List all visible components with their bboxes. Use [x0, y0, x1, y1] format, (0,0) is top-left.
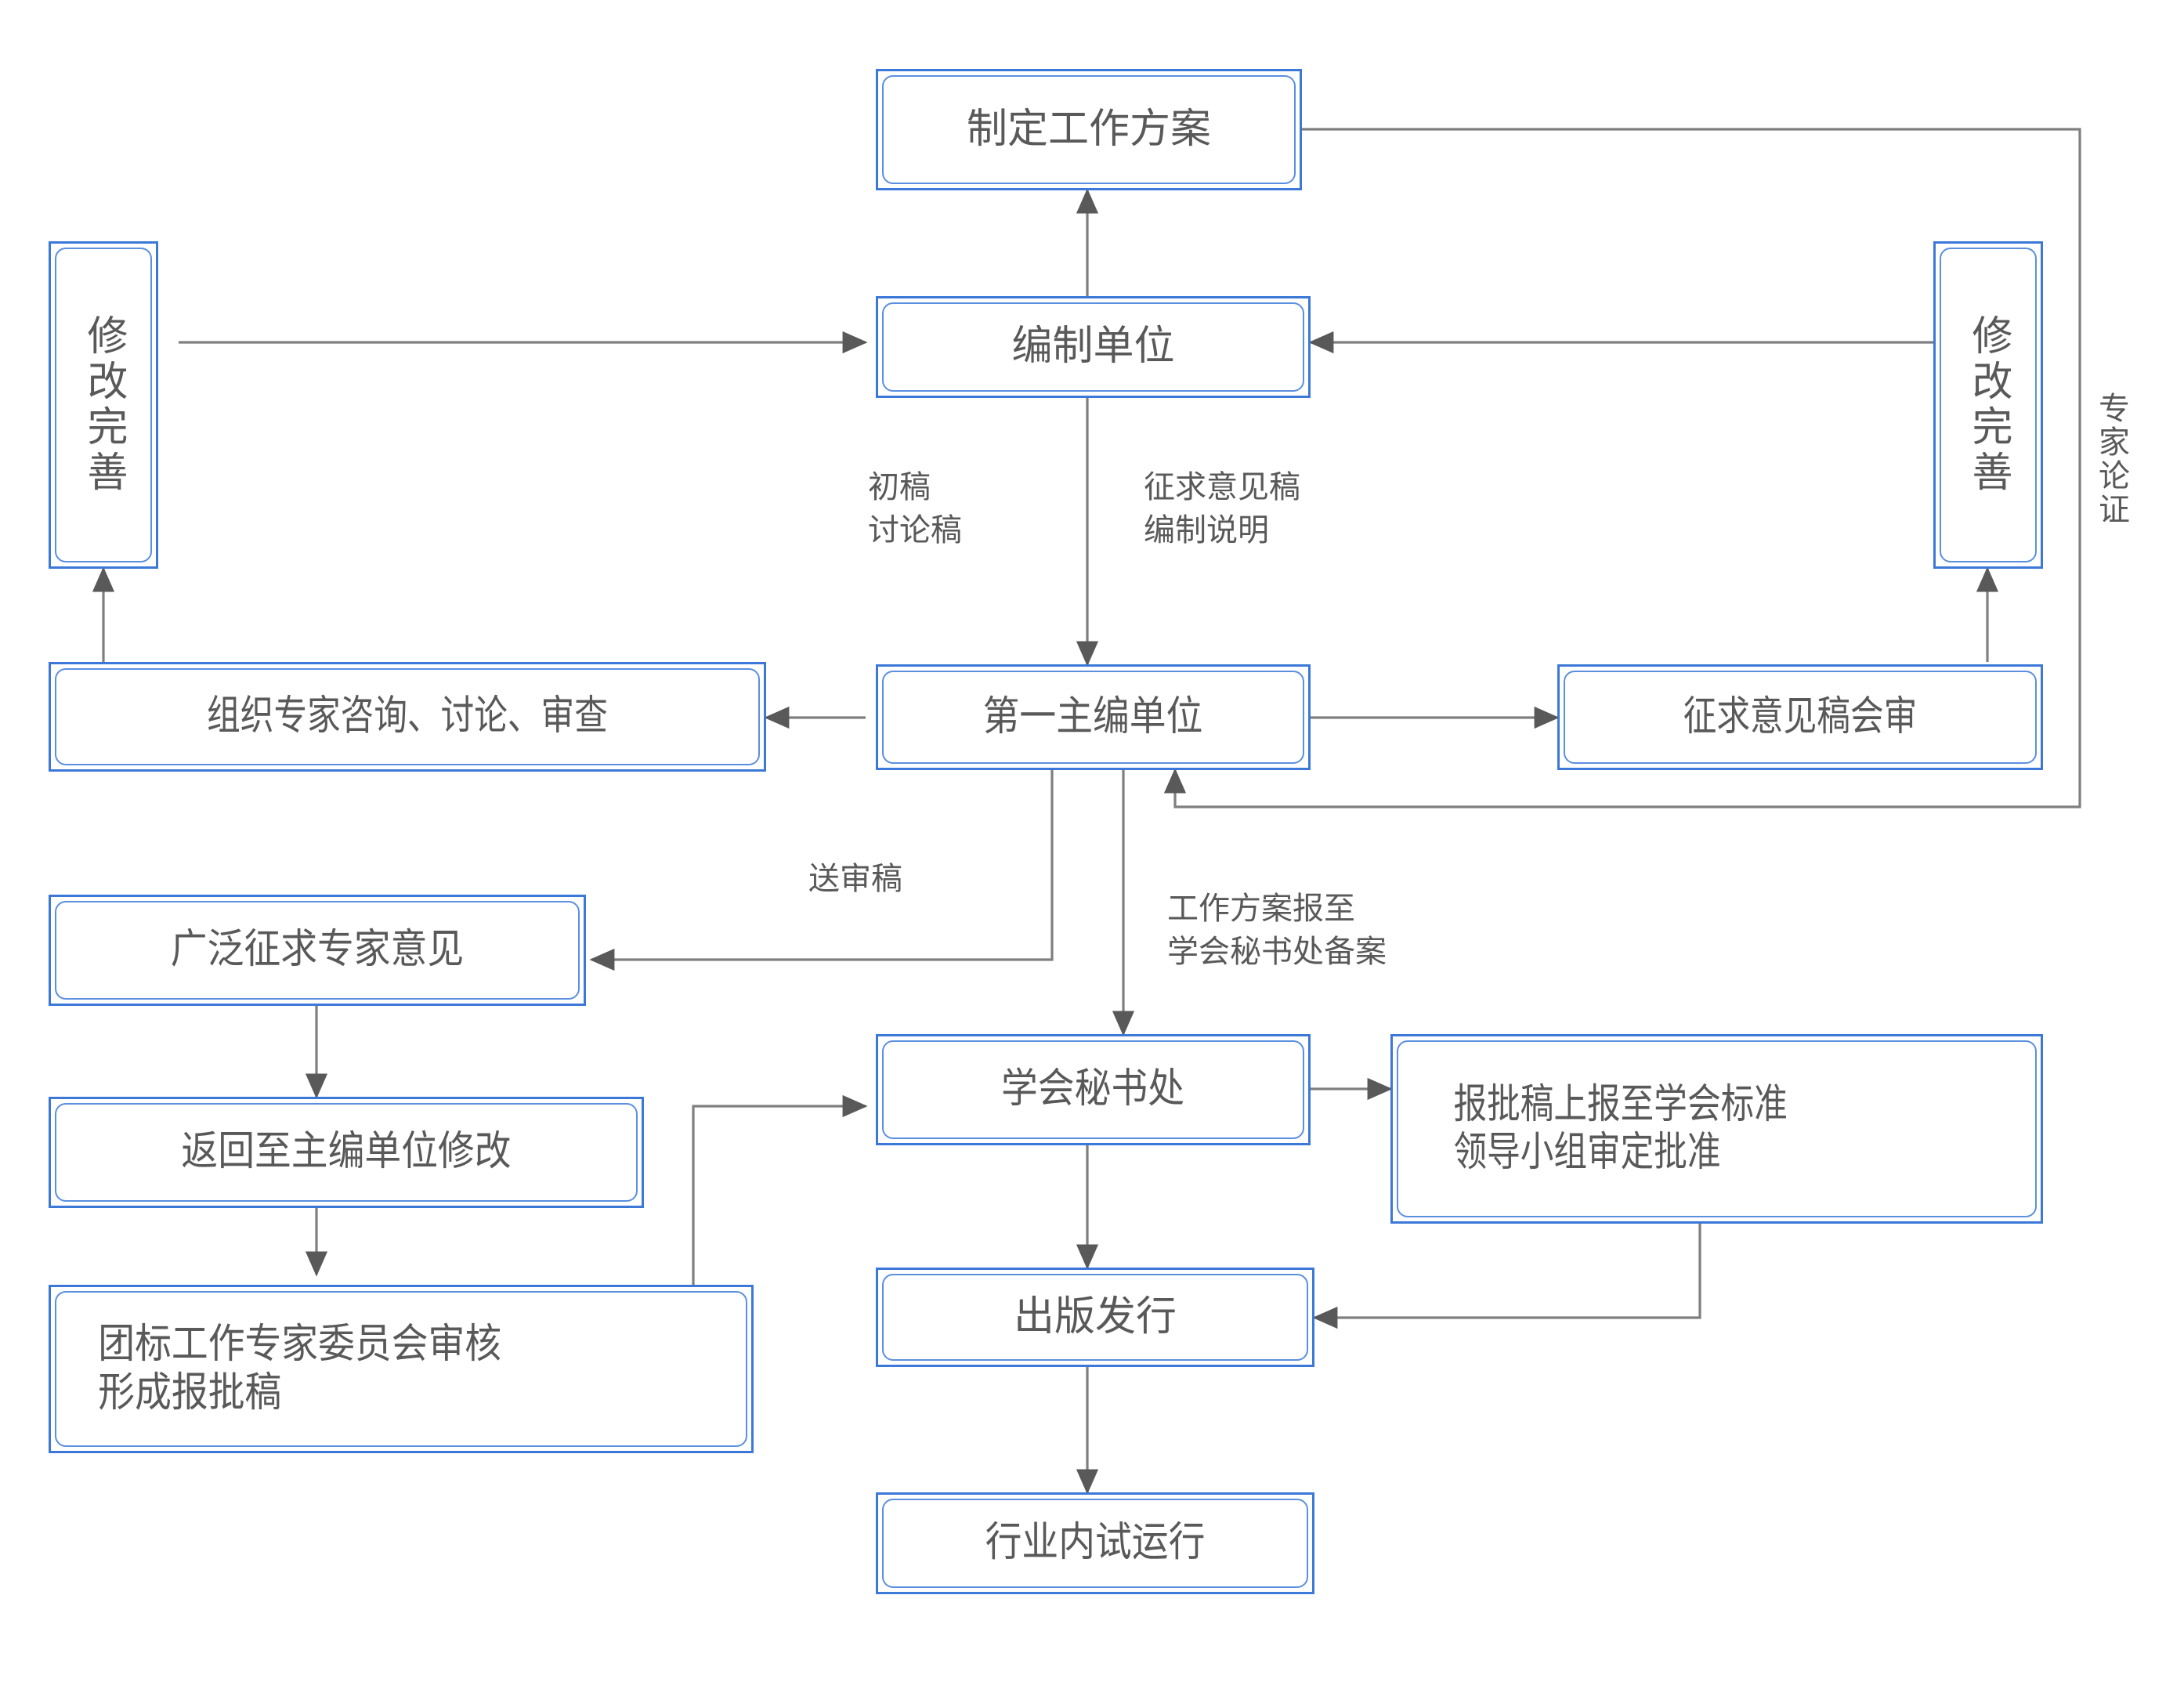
- node-committee-review-label: 团标工作专家委员会审核 形成报批稿: [98, 1322, 502, 1416]
- node-drafting-unit[interactable]: 编制单位: [876, 296, 1311, 398]
- edge-committee-to-secretariat: [692, 1094, 868, 1285]
- node-expert-consultation[interactable]: 组织专家咨询、讨论、审查: [49, 662, 766, 772]
- edge-approval-to-publish: [1312, 1224, 1701, 1329]
- edge-label-initial-draft: 初稿 讨论稿: [868, 470, 962, 548]
- node-return-for-revision[interactable]: 返回至主编单位修改: [49, 1097, 644, 1208]
- node-society-secretariat[interactable]: 学会秘书处: [876, 1034, 1311, 1145]
- node-revise-right[interactable]: 修改完善: [1933, 241, 2043, 569]
- node-revise-left-label: 修改完善: [81, 314, 126, 496]
- node-trial-run[interactable]: 行业内试运行: [876, 1492, 1314, 1594]
- edge-label-expert-argumentation: 专家论证: [2094, 392, 2128, 526]
- node-solicit-expert-opinions[interactable]: 广泛征求专家意见: [49, 895, 586, 1006]
- node-trial-run-label: 行业内试运行: [985, 1520, 1206, 1566]
- node-expert-consultation-label: 组织专家咨询、讨论、审查: [207, 693, 608, 740]
- edge-label-plan-filing: 工作方案报至 学会秘书处备案: [1167, 892, 1387, 970]
- node-work-plan[interactable]: 制定工作方案: [876, 69, 1302, 190]
- node-publish-label: 出版发行: [1013, 1293, 1177, 1340]
- node-comment-draft-review-label: 征求意见稿会审: [1683, 693, 1918, 740]
- edge-label-review-draft: 送审稿: [808, 862, 902, 896]
- node-work-plan-label: 制定工作方案: [966, 106, 1211, 152]
- node-revise-left[interactable]: 修改完善: [49, 241, 158, 569]
- node-return-for-revision-label: 返回至主编单位修改: [181, 1129, 512, 1175]
- node-society-secretariat-label: 学会秘书处: [1001, 1066, 1185, 1112]
- node-first-chief-unit[interactable]: 第一主编单位: [876, 664, 1311, 770]
- node-solicit-expert-opinions-label: 广泛征求专家意见: [170, 927, 465, 973]
- node-revise-right-label: 修改完善: [1965, 314, 2011, 496]
- node-first-chief-unit-label: 第一主编单位: [983, 693, 1203, 740]
- node-drafting-unit-label: 编制单位: [1011, 324, 1175, 370]
- node-submit-for-approval[interactable]: 报批稿上报至学会标准 领导小组审定批准: [1390, 1034, 2043, 1224]
- node-comment-draft-review[interactable]: 征求意见稿会审: [1557, 664, 2043, 770]
- node-publish[interactable]: 出版发行: [876, 1268, 1314, 1367]
- edge-label-comment-draft: 征求意见稿 编制说明: [1144, 470, 1300, 548]
- node-submit-for-approval-label: 报批稿上报至学会标准 领导小组审定批准: [1453, 1081, 1788, 1175]
- node-committee-review[interactable]: 团标工作专家委员会审核 形成报批稿: [49, 1285, 754, 1453]
